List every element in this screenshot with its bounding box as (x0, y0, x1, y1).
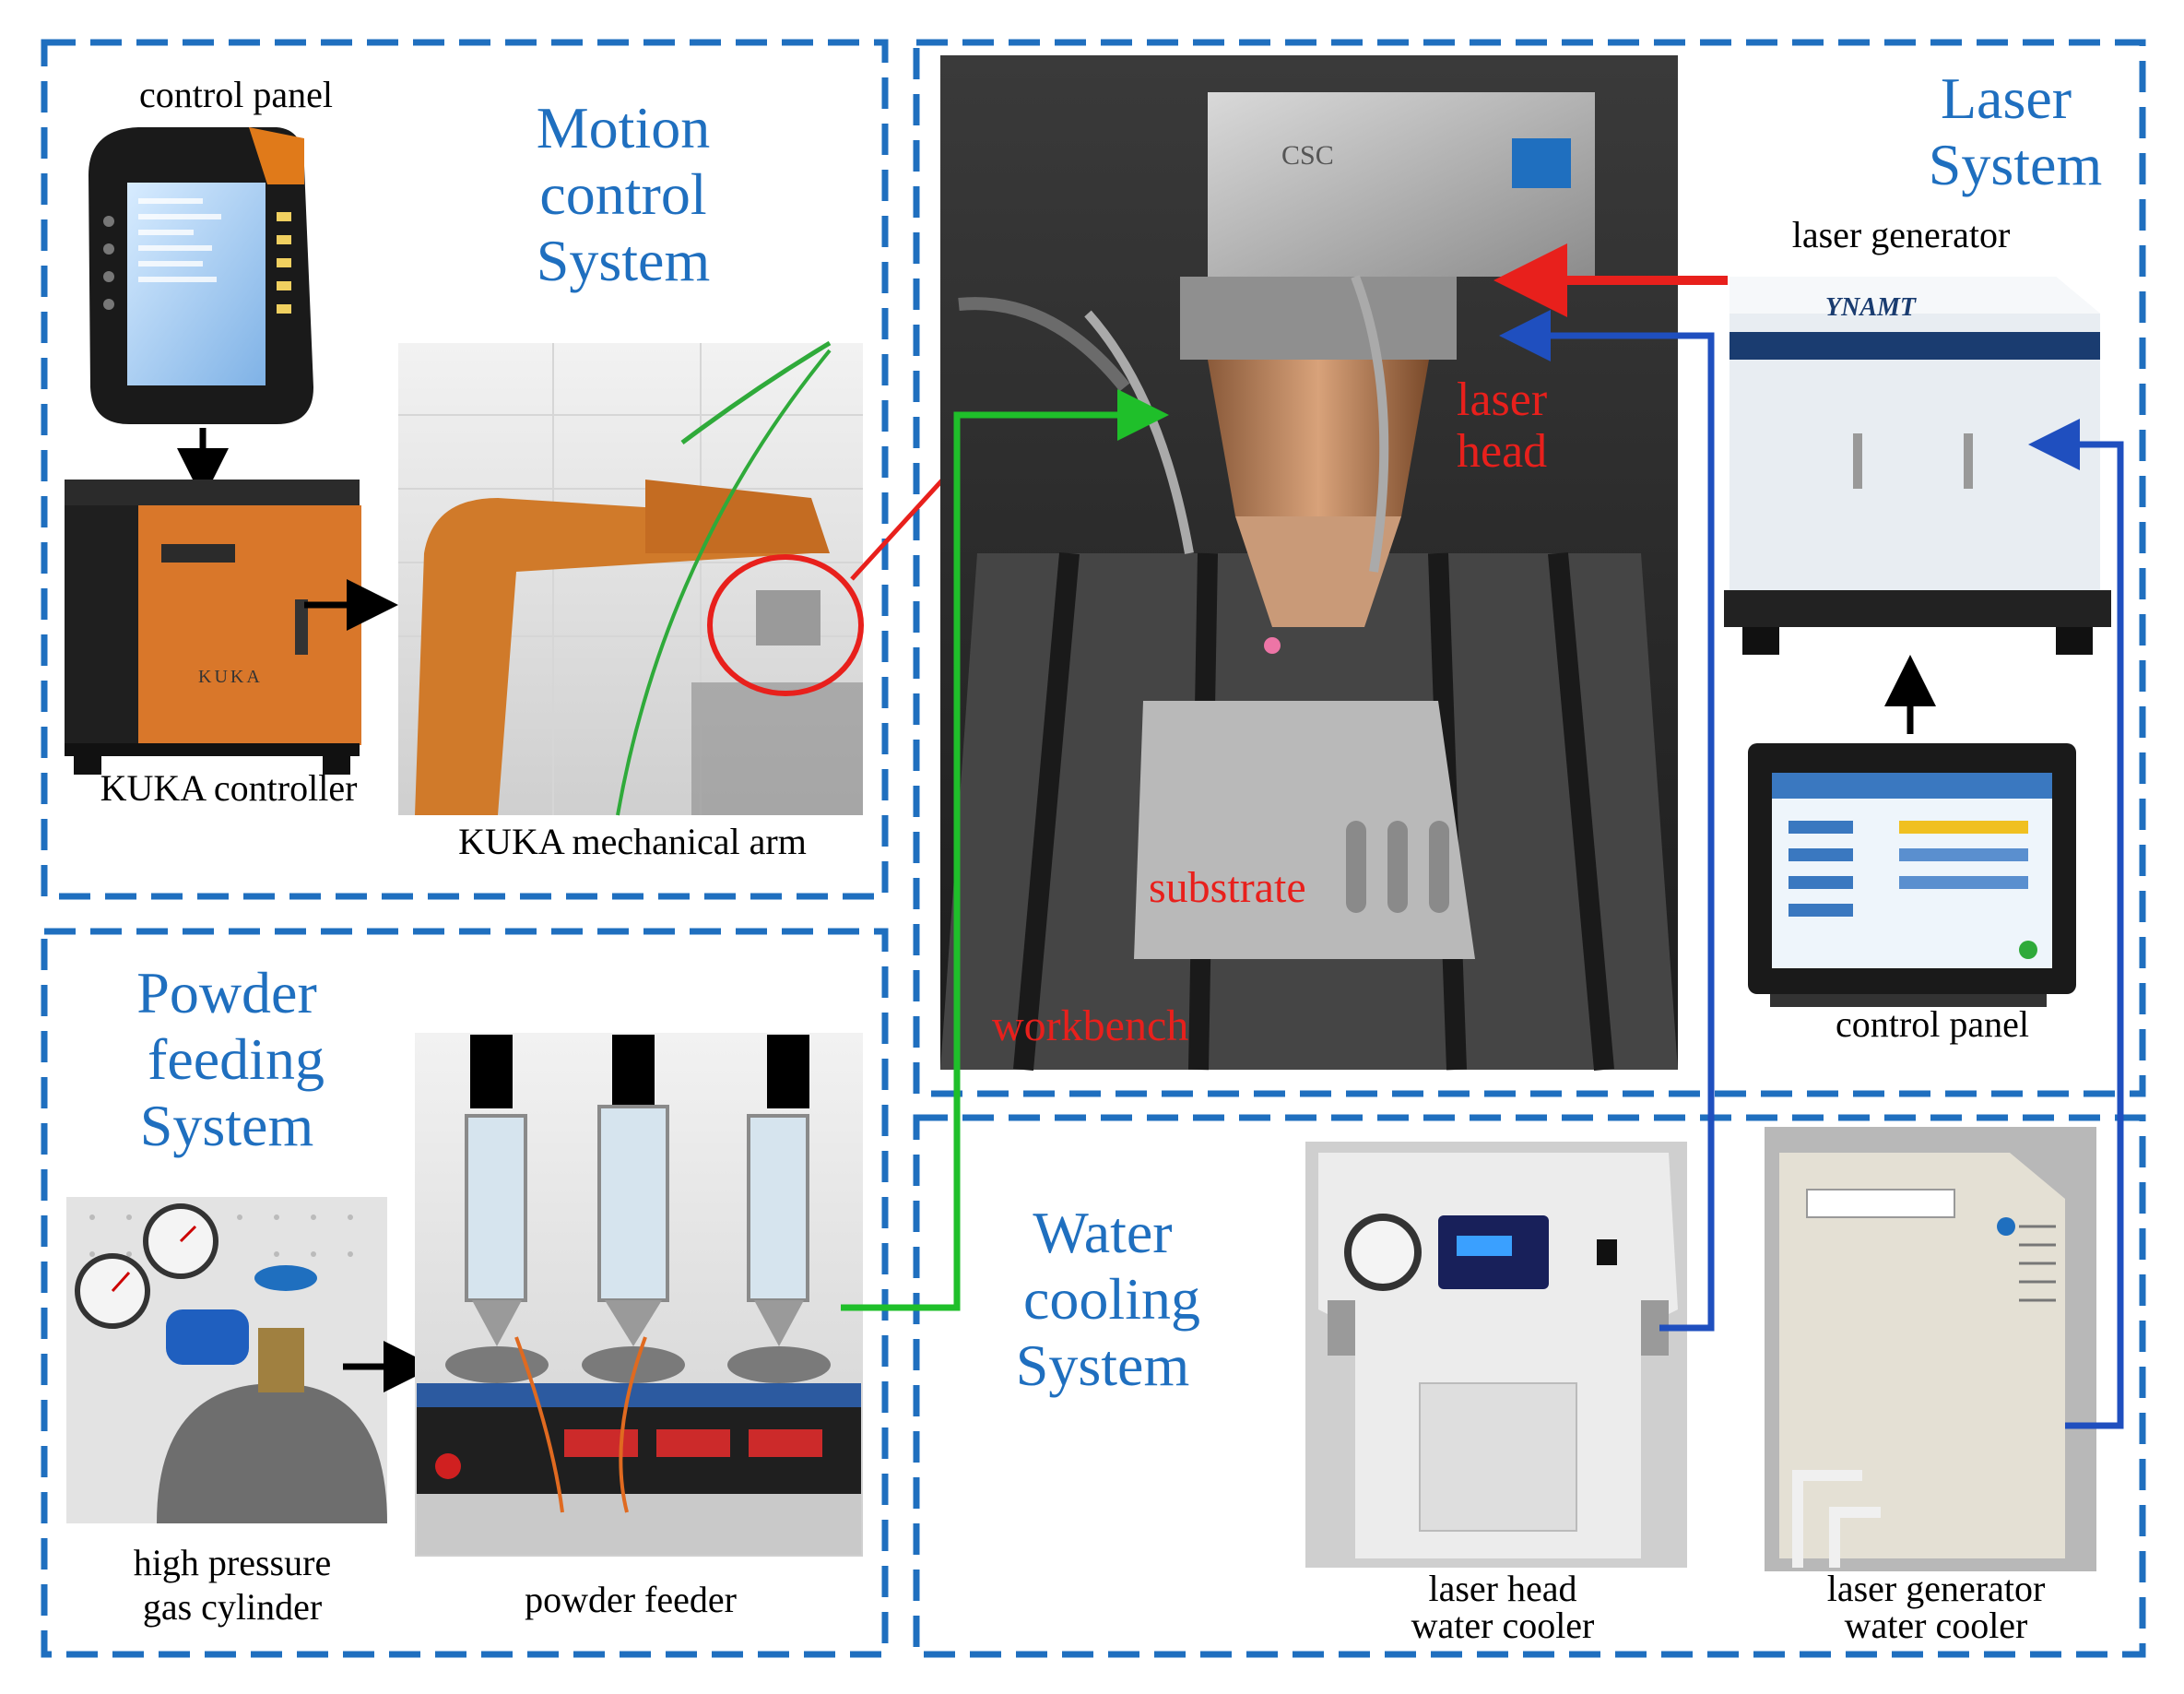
svg-text:System: System (140, 1093, 313, 1158)
powder-heading: Powder feeding System (136, 960, 325, 1158)
laser-generator-water-cooler-photo (1765, 1127, 2096, 1571)
powder-feed-line (841, 389, 1169, 1311)
svg-text:System: System (537, 228, 710, 293)
motion-control-panel-frame (41, 39, 889, 900)
svg-text:head: head (1457, 425, 1547, 478)
laser-head-water-cooler-label: laser head water cooler (1411, 1568, 1595, 1646)
svg-text:System: System (1016, 1333, 1189, 1398)
svg-text:Motion: Motion (537, 95, 710, 160)
svg-text:high pressure: high pressure (134, 1542, 331, 1583)
powder-feeder-photo (415, 1033, 863, 1557)
svg-text:Water: Water (1033, 1200, 1172, 1265)
zoom-connector-line (850, 470, 951, 581)
head-cooler-water-line (1499, 310, 1715, 1332)
generator-cooler-water-line (2028, 419, 2124, 1429)
kuka-arm-photo (398, 340, 864, 816)
svg-text:control: control (539, 161, 706, 227)
svg-text:feeding: feeding (148, 1026, 325, 1092)
gas-cylinder-label: high pressure gas cylinder (134, 1542, 331, 1628)
svg-text:gas cylinder: gas cylinder (143, 1586, 322, 1628)
svg-text:Powder: Powder (136, 960, 317, 1025)
water-heading: Water cooling System (1016, 1200, 1200, 1398)
laser-control-panel-photo (1748, 743, 2076, 1007)
workbench-label: workbench (992, 1001, 1188, 1050)
teach-pendant-photo (89, 127, 313, 424)
svg-text:water cooler: water cooler (1845, 1605, 2028, 1646)
svg-text:Laser: Laser (1941, 65, 2072, 131)
laser-head-label: laser head (1457, 373, 1547, 478)
substrate-label: substrate (1149, 863, 1306, 912)
powder-feeder-label: powder feeder (525, 1579, 737, 1620)
kuka-controller-label: KUKA controller (100, 767, 358, 809)
kuka-controller-photo: KUKA (65, 480, 361, 775)
svg-text:water cooler: water cooler (1411, 1605, 1595, 1646)
svg-text:cooling: cooling (1023, 1266, 1200, 1332)
svg-text:System: System (1929, 132, 2102, 197)
kuka-brand-text: KUKA (198, 667, 263, 687)
motion-heading: Motion control System (537, 95, 710, 293)
svg-text:laser head: laser head (1428, 1568, 1576, 1609)
laser-head-highlight-circle (707, 554, 864, 696)
laser-generator-label: laser generator (1792, 214, 2011, 255)
laser-head-closeup-photo: CSC (940, 55, 1678, 1071)
water-cooling-panel-frame (913, 1114, 2146, 1658)
gas-cylinder-photo (66, 1197, 387, 1523)
generator-brand-text: YNAMT (1825, 293, 1918, 322)
laser-system-panel-frame (913, 39, 2146, 1097)
laser-head-brand-text: CSC (1281, 140, 1334, 171)
laser-control-panel-label: control panel (1836, 1003, 2029, 1045)
laser-head-water-cooler-photo (1305, 1142, 1687, 1568)
svg-text:laser generator: laser generator (1827, 1568, 2046, 1609)
laser-generator-photo: YNAMT (1724, 277, 2111, 655)
motion-control-panel-label: control panel (139, 74, 333, 115)
kuka-arm-label: KUKA mechanical arm (458, 821, 807, 862)
powder-feeding-panel-frame (41, 928, 889, 1658)
laser-generator-water-cooler-label: laser generator water cooler (1827, 1568, 2046, 1646)
laser-heading: Laser System (1929, 65, 2102, 197)
svg-text:laser: laser (1457, 373, 1547, 426)
